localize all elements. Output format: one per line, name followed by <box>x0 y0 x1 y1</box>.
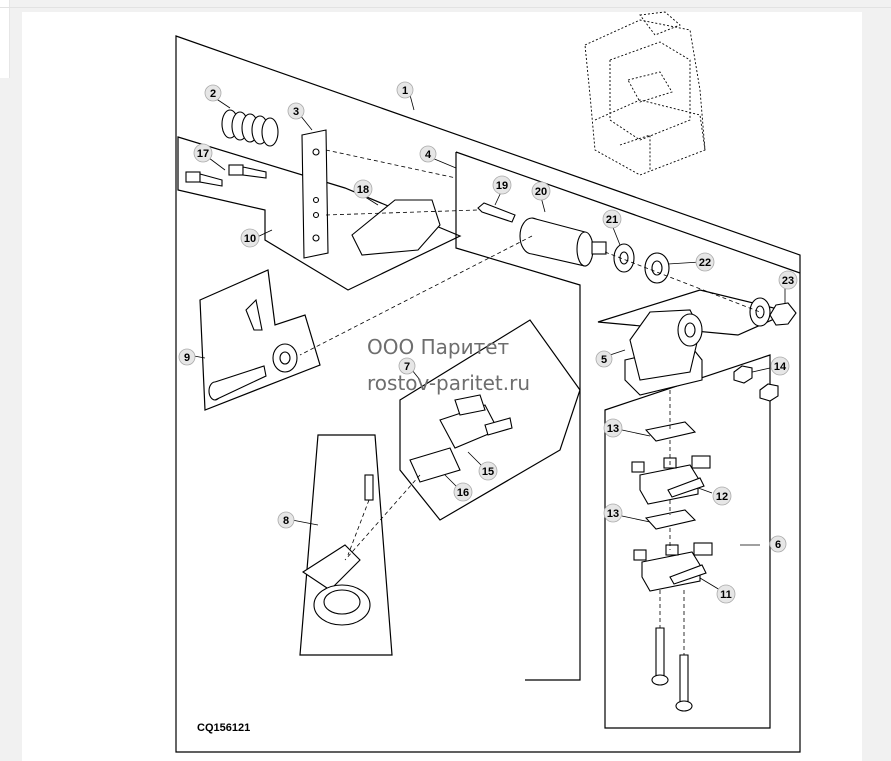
callout-22: 22 <box>699 257 711 269</box>
screw-part <box>477 202 516 223</box>
callout-15: 15 <box>482 466 494 478</box>
callout-9: 9 <box>184 352 190 364</box>
diagram-code: CQ156121 <box>197 722 250 734</box>
callout-4: 4 <box>425 149 432 161</box>
callout-19: 19 <box>496 180 508 192</box>
spring-part <box>221 109 279 147</box>
nut-23 <box>769 302 797 326</box>
switch-12 <box>631 455 711 505</box>
switch-15 <box>439 394 513 449</box>
callout-6: 6 <box>775 539 781 551</box>
actuator-16 <box>409 447 461 483</box>
housing-part <box>519 217 607 267</box>
watermark-company: ООО Паритет <box>367 335 510 359</box>
callout-13a: 13 <box>607 423 619 435</box>
callout-17: 17 <box>197 148 209 160</box>
callout-10: 10 <box>244 233 256 245</box>
outline-group-4 <box>455 151 801 681</box>
diagram-panel <box>22 12 862 761</box>
callout-12: 12 <box>716 491 728 503</box>
cam-part <box>301 474 374 626</box>
outline-group-6 <box>604 354 771 729</box>
nut-14b <box>759 383 779 402</box>
callout-14: 14 <box>774 361 787 373</box>
callout-13b: 13 <box>607 508 619 520</box>
outline-group-9 <box>199 269 321 411</box>
screw-long-a <box>655 627 665 677</box>
top-divider <box>0 7 891 8</box>
callout-2: 2 <box>210 88 216 100</box>
outline-main <box>175 35 801 753</box>
outline-group-7 <box>399 319 581 521</box>
insulator-13a <box>644 421 697 442</box>
callout-20: 20 <box>535 186 547 198</box>
left-edge-strip <box>0 0 10 78</box>
callout-1: 1 <box>402 85 408 97</box>
callout-11: 11 <box>720 589 732 601</box>
shoe-part <box>351 199 441 256</box>
outline-group-8 <box>299 434 393 656</box>
ghost-assembly <box>584 11 706 176</box>
bolts-part <box>185 164 267 187</box>
insulator-13b <box>644 509 697 530</box>
bracket-part <box>624 309 703 396</box>
pin-part <box>208 298 298 401</box>
plate-part <box>301 129 329 259</box>
callout-23: 23 <box>782 275 794 287</box>
callout-16: 16 <box>457 487 469 499</box>
callout-21: 21 <box>606 214 618 226</box>
callout-18: 18 <box>357 184 369 196</box>
callout-5: 5 <box>601 354 607 366</box>
switch-11 <box>633 542 713 592</box>
watermark-url: rostov-paritet.ru <box>367 371 530 395</box>
callout-8: 8 <box>283 515 289 527</box>
callout-7: 7 <box>404 361 410 373</box>
screw-long-b <box>679 654 689 703</box>
callout-3: 3 <box>293 106 299 118</box>
nut-14a <box>733 365 753 384</box>
